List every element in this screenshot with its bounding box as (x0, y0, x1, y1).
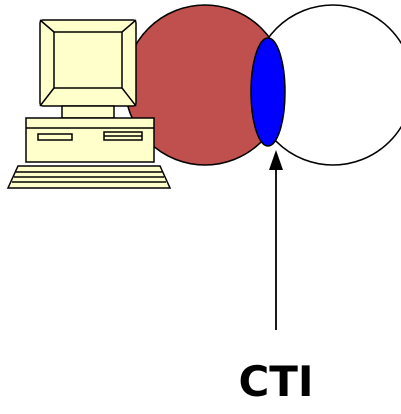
cti-label: CTI (238, 357, 314, 406)
cti-arrow-head (269, 150, 283, 170)
desktop-computer-icon (6, 19, 172, 189)
cti-overlap-region (250, 37, 286, 147)
